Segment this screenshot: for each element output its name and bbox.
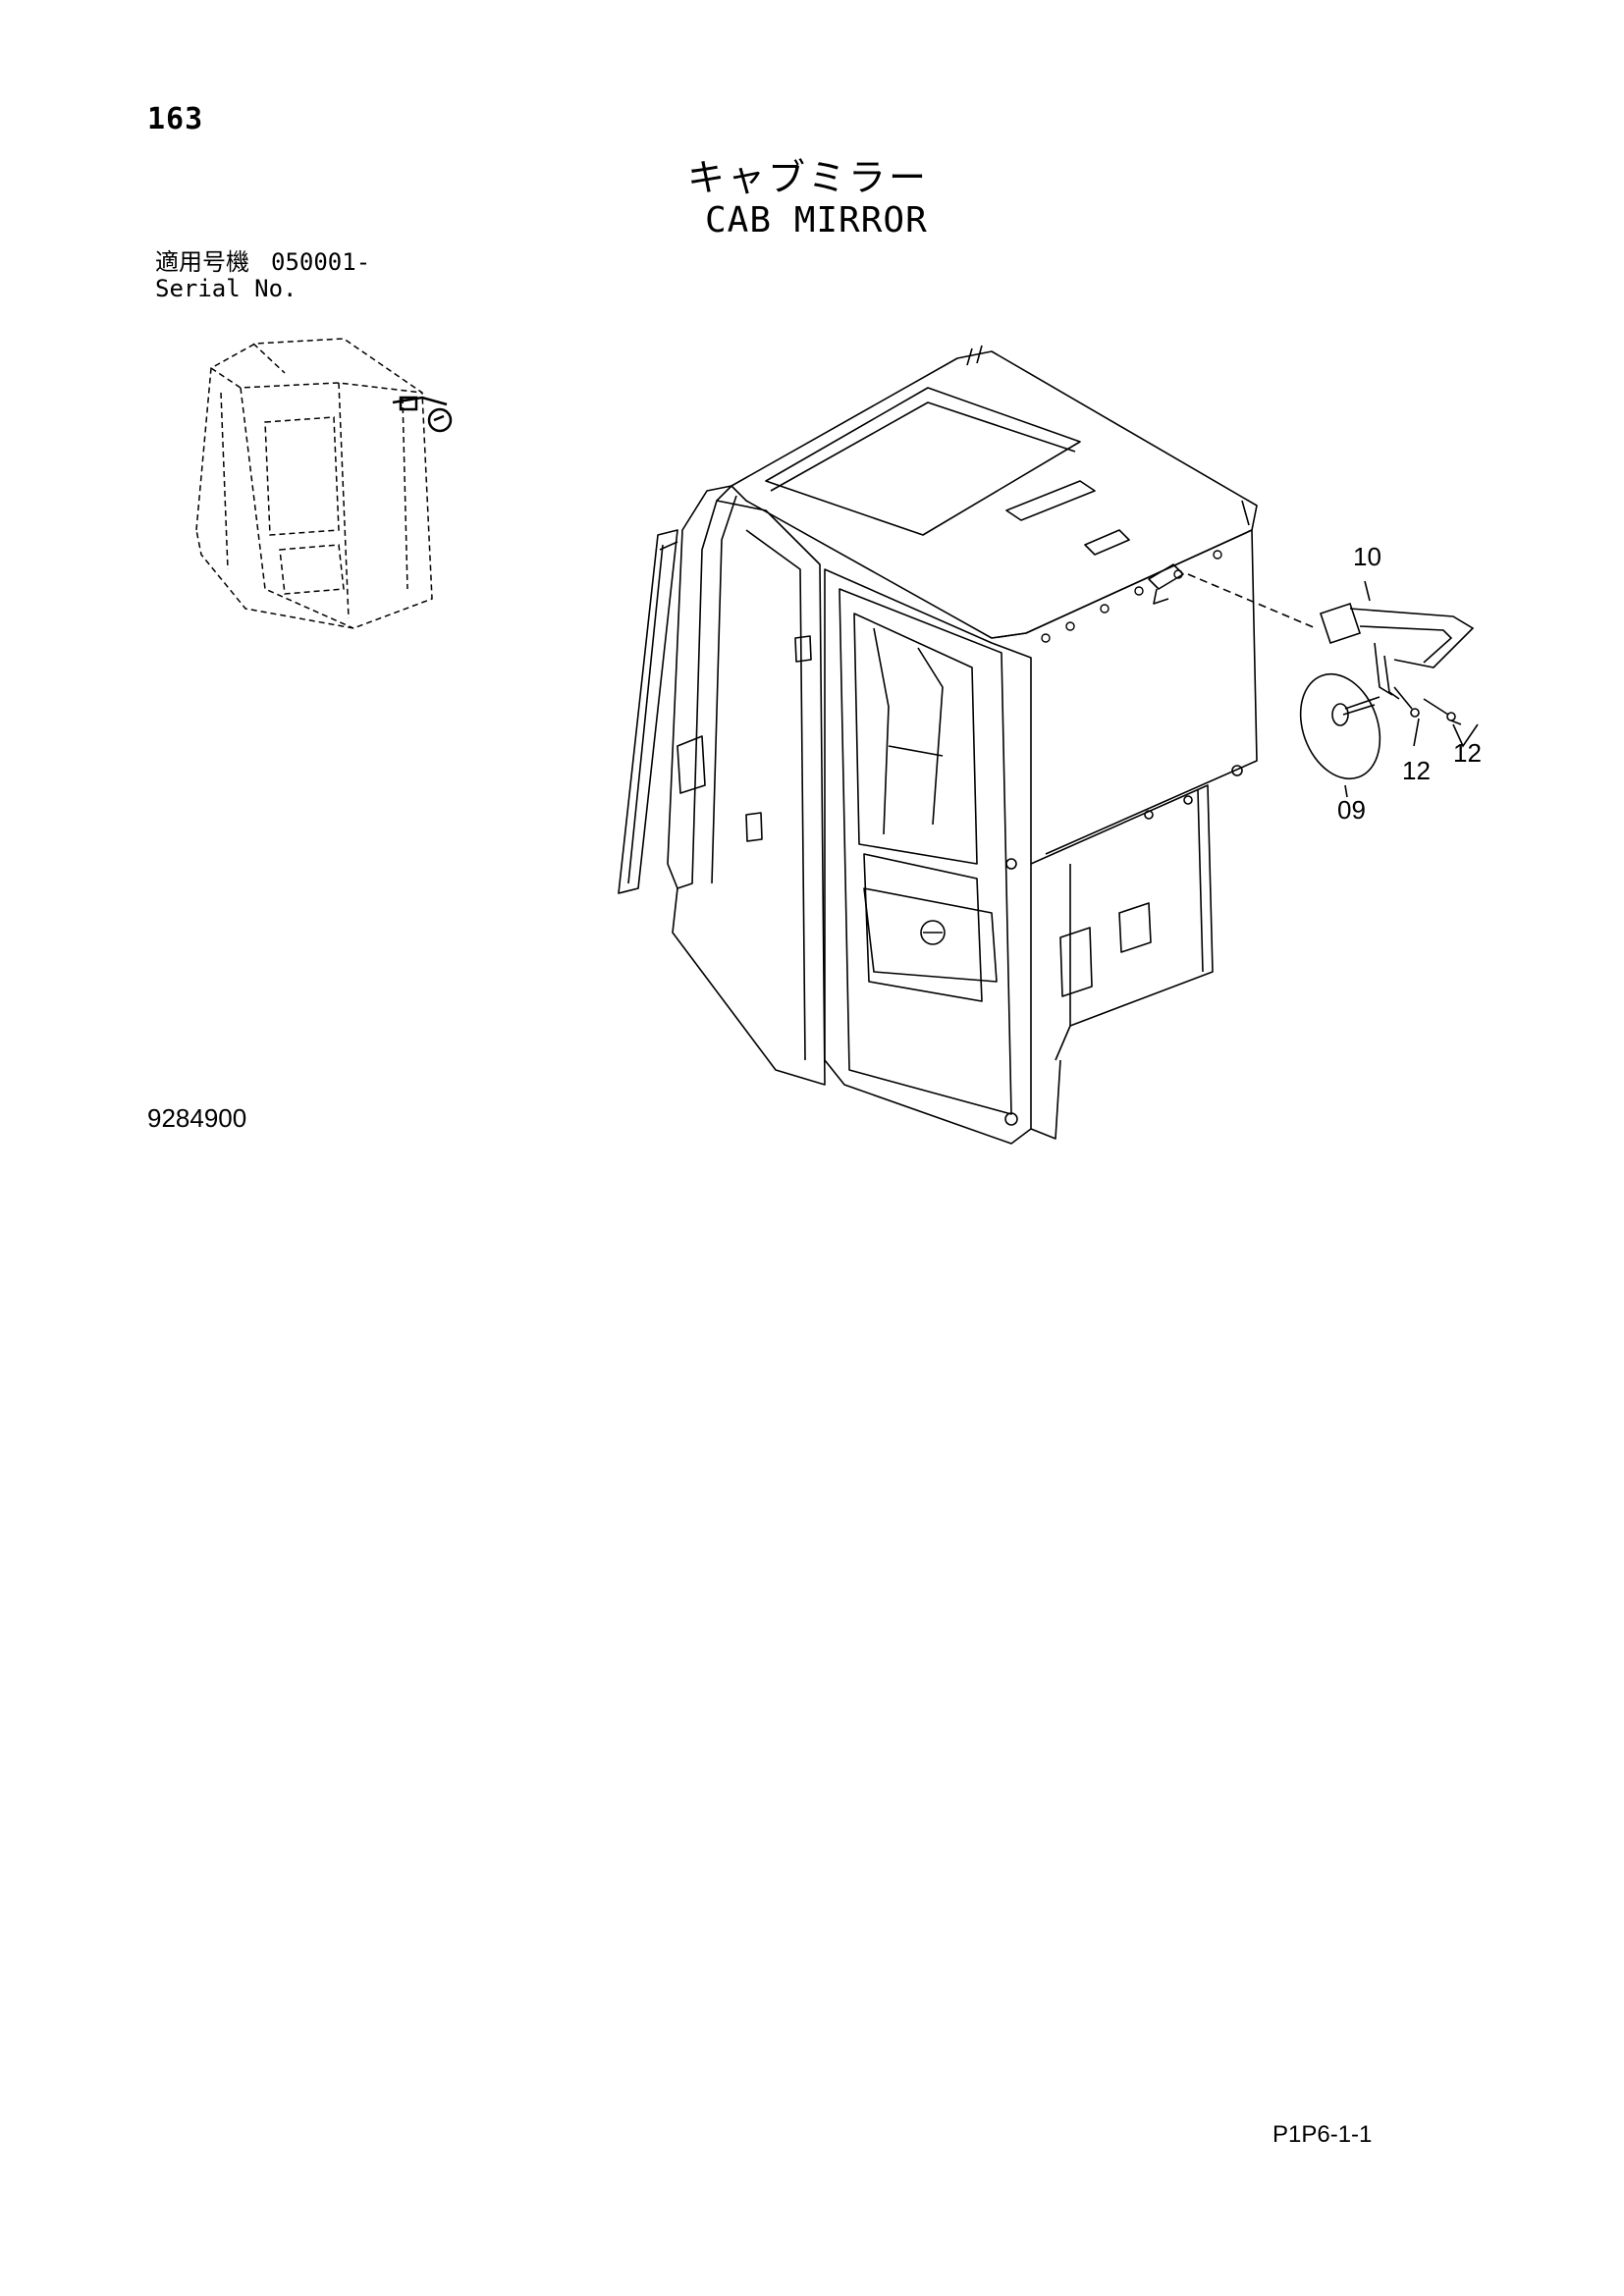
mirror-assembly — [1187, 573, 1479, 798]
leader-line — [1187, 573, 1317, 629]
title-english: CAB MIRROR — [705, 200, 928, 240]
side-bolts — [1041, 550, 1222, 643]
callout-09: 09 — [1337, 795, 1366, 825]
title-japanese: キャブミラー — [687, 156, 930, 199]
mirror-bracket — [1319, 602, 1362, 645]
serial-value: 050001- — [271, 248, 371, 276]
mirror-screws — [1393, 686, 1462, 725]
cab-mirror-mount — [1148, 563, 1184, 590]
cab-roof — [731, 350, 1258, 639]
serial-number-block: 適用号機 050001- Serial No. — [155, 249, 370, 302]
lower-body — [1030, 784, 1214, 1061]
thumbnail-mirror-highlight — [392, 396, 453, 433]
serial-label-english: Serial No. — [155, 275, 298, 302]
callout-10: 10 — [1353, 542, 1381, 571]
cab-door — [672, 500, 826, 1086]
callout-12-left: 12 — [1402, 756, 1431, 785]
serial-label-japanese: 適用号機 — [155, 248, 249, 276]
location-thumbnail — [195, 338, 433, 629]
front-window — [824, 568, 1032, 1145]
callout-12-right: 12 — [1453, 738, 1482, 768]
side-panel — [1025, 529, 1258, 855]
roof-panel — [765, 387, 1081, 536]
mirror-disc — [1299, 672, 1381, 780]
page-number: 163 — [147, 102, 204, 136]
figure-id: 9284900 — [147, 1103, 247, 1133]
page-code: P1P6-1-1 — [1272, 2121, 1373, 2148]
cab-drawing — [618, 345, 1258, 1145]
left-pillar — [618, 529, 678, 894]
